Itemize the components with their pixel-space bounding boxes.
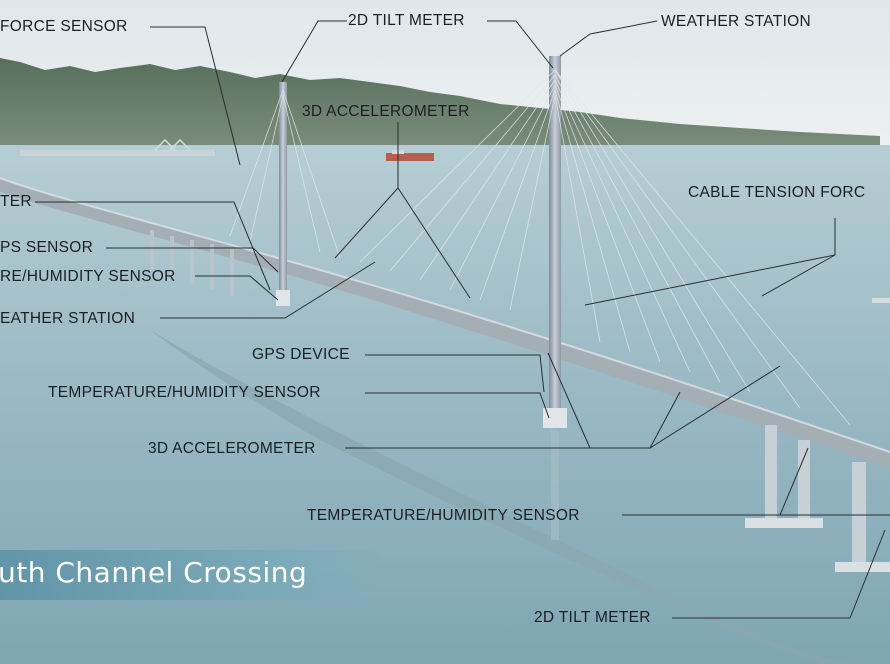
tower-left (279, 82, 287, 304)
label-2d-tilt-meter-bottom: 2D TILT METER (534, 609, 651, 627)
ship (386, 153, 434, 161)
label-temp-humidity-left: RE/HUMIDITY SENSOR (0, 268, 176, 286)
boat (872, 298, 890, 303)
label-3d-accelerometer-bottom: 3D ACCELEROMETER (148, 440, 316, 458)
label-cable-tension-force: CABLE TENSION FORC (688, 184, 865, 202)
label-weather-station-top: WEATHER STATION (661, 13, 811, 31)
distant-bridge (20, 150, 215, 156)
label-weather-station-left: EATHER STATION (0, 310, 135, 328)
label-2d-tilt-meter-top: 2D TILT METER (348, 12, 465, 30)
caption-banner: uth Channel Crossing (0, 550, 380, 600)
tower-main (549, 56, 561, 428)
label-tilt-meter-left: TER (0, 193, 32, 211)
caption-text: uth Channel Crossing (0, 556, 307, 589)
label-temp-humidity-mid: TEMPERATURE/HUMIDITY SENSOR (48, 384, 321, 402)
label-force-sensor: FORCE SENSOR (0, 18, 128, 36)
label-gps-device: GPS DEVICE (252, 346, 350, 364)
label-temp-humidity-right: TEMPERATURE/HUMIDITY SENSOR (307, 507, 580, 525)
label-gps-sensor-left: PS SENSOR (0, 239, 93, 257)
label-3d-accelerometer-top: 3D ACCELEROMETER (302, 103, 470, 121)
